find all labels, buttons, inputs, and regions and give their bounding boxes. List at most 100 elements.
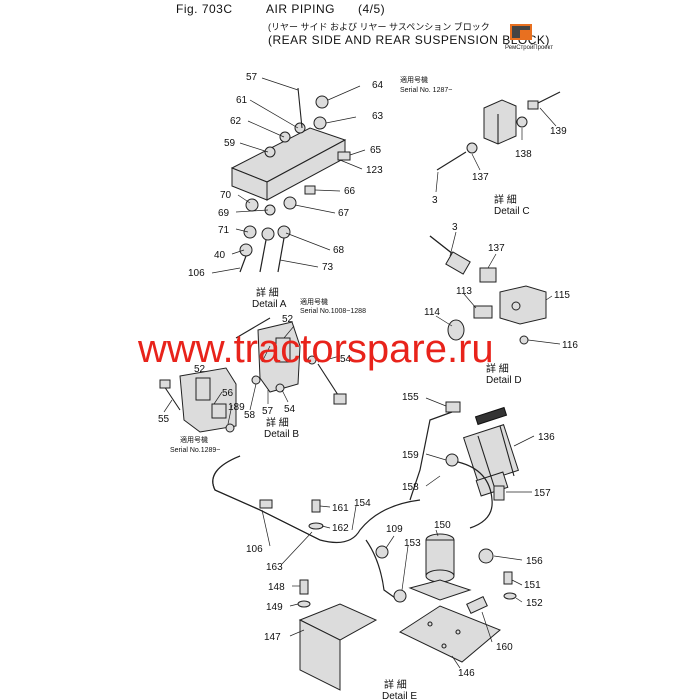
- bolt-151: [503, 571, 513, 585]
- fitting-63: [313, 116, 327, 130]
- title-japanese: (リヤー サイド および リヤー サスペンション ブロック: [268, 21, 490, 32]
- serial-b-upper-jp: 適用号機: [300, 297, 328, 306]
- callout-68: 68: [333, 245, 345, 256]
- callout-66: 66: [344, 186, 356, 197]
- callout-73: 73: [322, 262, 334, 273]
- fitting-71: [243, 225, 257, 239]
- detail-e-jp: 詳 細: [384, 678, 407, 691]
- callout-163: 163: [266, 562, 283, 573]
- callout-113: 113: [456, 286, 472, 297]
- clip-106: [259, 499, 273, 509]
- callout-116: 116: [562, 340, 578, 351]
- fitting-157: [493, 485, 505, 501]
- fitting-64: [315, 95, 329, 109]
- valve-150: [408, 533, 472, 601]
- fitting-56: [211, 403, 227, 419]
- fitting-159: [445, 453, 459, 467]
- callout-148: 148: [268, 582, 285, 593]
- callout-136: 136: [538, 432, 555, 443]
- serial-top: Serial No. 1287~: [400, 87, 452, 94]
- detail-a-assembly: [211, 77, 366, 274]
- callout-139: 139: [550, 126, 567, 137]
- callout-137-c: 137: [472, 172, 489, 183]
- fitting-72: [261, 227, 275, 241]
- fitting-68: [277, 225, 291, 239]
- callout-106-e: 106: [246, 544, 263, 555]
- plate-146: [398, 605, 501, 663]
- company-logo: РемСтройПроект: [505, 24, 553, 51]
- callout-58: 58: [244, 410, 256, 421]
- callout-152: 152: [526, 598, 543, 609]
- callout-160: 160: [496, 642, 513, 653]
- serial-b-lower: Serial No.1289~: [170, 447, 220, 454]
- nut-139: [527, 100, 539, 110]
- callout-115: 115: [554, 290, 570, 301]
- bracket-139: [483, 99, 517, 145]
- fitting-137-d: [479, 267, 497, 283]
- sheet-number: (4/5): [358, 2, 385, 16]
- washer-152: [503, 592, 517, 600]
- callout-3-c: 3: [432, 195, 438, 206]
- callout-106: 106: [188, 268, 205, 279]
- fitting-57-b: [251, 375, 261, 385]
- callout-155: 155: [402, 392, 419, 403]
- callout-123: 123: [366, 165, 383, 176]
- callout-154: 154: [354, 498, 371, 509]
- detail-c-label: Detail C: [494, 206, 530, 217]
- figure-title: AIR PIPING: [266, 2, 335, 16]
- callout-159: 159: [402, 450, 419, 461]
- callout-69: 69: [218, 208, 230, 219]
- callout-150: 150: [434, 520, 451, 531]
- callout-189: 189: [228, 402, 245, 413]
- hose-106: [239, 255, 247, 273]
- callout-114: 114: [424, 307, 440, 318]
- callout-156: 156: [526, 556, 543, 567]
- callout-61: 61: [236, 95, 248, 106]
- bolt-54-upper: [333, 393, 347, 405]
- detail-d-assembly: [429, 231, 561, 345]
- tube-57: [297, 87, 303, 129]
- callout-70: 70: [220, 190, 232, 201]
- callout-109: 109: [386, 524, 403, 535]
- callout-138: 138: [515, 149, 532, 160]
- serial-b-lower-jp: 適用号機: [180, 435, 208, 444]
- cylinder-136: [462, 406, 520, 497]
- title-english: (REAR SIDE AND REAR SUSPENSION BLOCK): [268, 33, 550, 47]
- fitting-137-c: [466, 142, 478, 154]
- callout-57-b: 57: [262, 406, 274, 417]
- fitting-40: [239, 243, 253, 257]
- callout-55: 55: [158, 414, 170, 425]
- valve-52-lower: [195, 377, 211, 401]
- nut-116: [519, 335, 529, 345]
- elbow-155: [445, 401, 461, 413]
- callout-162: 162: [332, 523, 349, 534]
- fitting-153: [393, 589, 407, 603]
- hose-a2: [259, 239, 267, 273]
- fitting-59: [264, 146, 276, 158]
- detail-d-jp: 詳 細: [486, 362, 509, 375]
- serial-b-upper: Serial No.1008~1288: [300, 308, 366, 315]
- fitting-138: [516, 116, 528, 128]
- detail-b-label: Detail B: [264, 429, 299, 440]
- fitting-113: [473, 305, 493, 319]
- hose-73: [277, 237, 285, 273]
- callout-56: 56: [222, 388, 234, 399]
- callout-65: 65: [370, 145, 382, 156]
- callout-59: 59: [224, 138, 236, 149]
- callout-137-d: 137: [488, 243, 505, 254]
- detail-a-jp: 詳 細: [256, 286, 279, 299]
- detail-e-label: Detail E: [382, 691, 417, 700]
- callout-54-lower: 54: [284, 404, 296, 415]
- valve-52-upper: [275, 337, 291, 363]
- bolt-148: [299, 579, 309, 595]
- washer-149: [297, 600, 311, 608]
- callout-3-d: 3: [452, 222, 458, 233]
- callout-54-upper: 54: [340, 354, 352, 365]
- callout-57: 57: [246, 72, 258, 83]
- fitting-67: [283, 196, 297, 210]
- fitting-156: [478, 548, 494, 564]
- callout-62: 62: [230, 116, 242, 127]
- callout-147: 147: [264, 632, 281, 643]
- detail-e-assembly: [212, 397, 535, 691]
